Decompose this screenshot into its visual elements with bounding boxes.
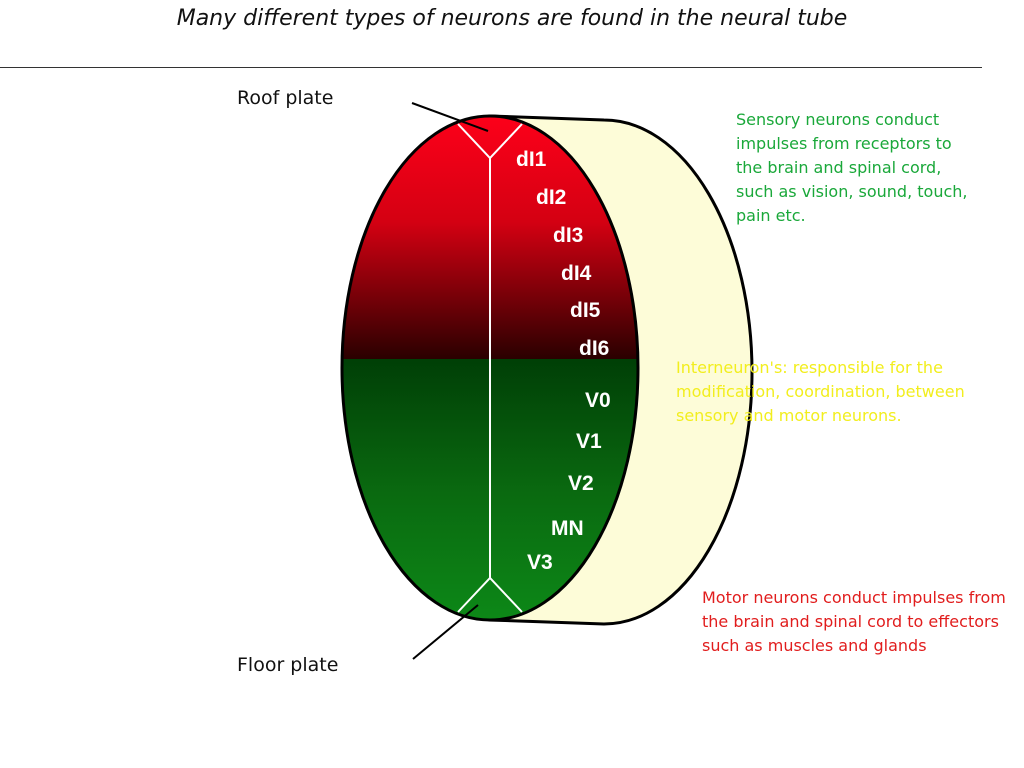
domain-label-V3: V3 [527, 551, 553, 574]
domain-label-dI6: dI6 [579, 337, 609, 360]
floor-plate-label: Floor plate [237, 654, 339, 676]
domain-label-V2: V2 [568, 472, 594, 495]
domain-label-dI1: dI1 [516, 148, 547, 171]
floor-plate-pointer [412, 604, 479, 660]
front-face-outline [340, 114, 640, 622]
roof-plate-marker [457, 123, 523, 160]
motor-neurons-note: Motor neurons conduct impulses from the … [702, 588, 1006, 655]
domain-label-dI2: dI2 [536, 186, 566, 209]
domain-label-V1: V1 [576, 430, 602, 453]
domain-label-dI4: dI4 [561, 262, 592, 285]
floor-plate-marker [457, 576, 523, 613]
title-divider [0, 67, 982, 68]
roof-plate-pointer [411, 102, 489, 132]
interneurons-note: Interneuron's: responsible for the modif… [676, 358, 965, 425]
domain-label-dI5: dI5 [570, 299, 601, 322]
sensory-neurons-note: Sensory neurons conduct impulses from re… [736, 110, 968, 225]
roof-plate-label: Roof plate [237, 87, 334, 109]
domain-label-dI3: dI3 [553, 224, 583, 247]
domain-label-MN: MN [551, 517, 584, 540]
domain-label-V0: V0 [585, 389, 611, 412]
page-title: Many different types of neurons are foun… [176, 6, 848, 31]
